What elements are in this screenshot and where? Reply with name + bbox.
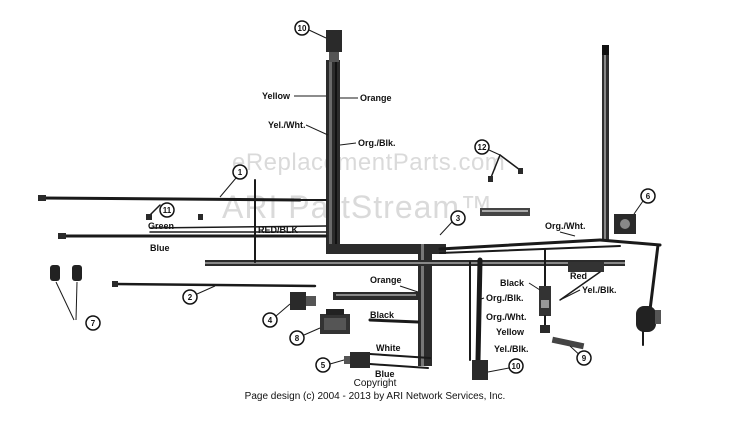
callout-3: 3 xyxy=(439,210,466,236)
far-right-harness xyxy=(559,238,662,346)
svg-text:10: 10 xyxy=(512,362,521,371)
label-white: White xyxy=(376,343,401,353)
main-horizontal-harness xyxy=(326,238,621,254)
label-black-right: Black xyxy=(500,278,525,288)
wire-labels: Yellow Orange Yel./Wht. Org./Blk. Green … xyxy=(148,91,617,379)
orange-black-harness xyxy=(333,292,420,324)
module-component-8 xyxy=(320,309,350,334)
callout-2: 2 xyxy=(182,285,216,305)
svg-text:11: 11 xyxy=(163,206,172,215)
label-orange-mid: Orange xyxy=(370,275,402,285)
svg-text:6: 6 xyxy=(646,192,651,201)
footer-copyright: Copyright xyxy=(354,378,397,389)
svg-text:12: 12 xyxy=(478,143,487,152)
svg-text:8: 8 xyxy=(295,334,300,343)
label-yel-wht-top: Yel./Wht. xyxy=(268,120,306,130)
callout-5: 5 xyxy=(315,357,345,373)
callout-4: 4 xyxy=(262,303,291,328)
wire-harness-2 xyxy=(112,281,317,288)
svg-text:3: 3 xyxy=(456,214,461,223)
svg-text:10: 10 xyxy=(298,24,307,33)
label-blue-left: Blue xyxy=(150,243,170,253)
label-org-blk-top: Org./Blk. xyxy=(358,138,396,148)
component-11 xyxy=(146,204,203,220)
svg-text:5: 5 xyxy=(321,361,326,370)
middle-harness-bar xyxy=(205,179,625,266)
label-black-mid: Black xyxy=(370,310,395,320)
label-orange-top: Orange xyxy=(360,93,392,103)
label-red-blk: RED/BLK xyxy=(258,225,298,235)
callout-9: 9 xyxy=(576,350,592,366)
footer-page-design: Page design (c) 2004 - 2013 by ARI Netwo… xyxy=(245,391,506,402)
svg-text:7: 7 xyxy=(91,319,96,328)
callout-6: 6 xyxy=(633,188,656,215)
green-blue-wires xyxy=(58,225,328,239)
callout-10-bottom: 10 xyxy=(487,358,524,374)
callout-10-top: 10 xyxy=(294,20,327,39)
lower-harness-branch xyxy=(418,244,432,366)
white-blue-wires xyxy=(344,352,431,369)
callout-8: 8 xyxy=(289,327,321,346)
label-blue-bottom: Blue xyxy=(375,369,395,379)
bulbs-component-7 xyxy=(50,265,82,321)
component-box-6 xyxy=(614,214,636,234)
callout-7: 7 xyxy=(85,315,101,331)
label-yellow-right: Yellow xyxy=(496,327,525,337)
right-harness xyxy=(469,249,551,380)
svg-text:4: 4 xyxy=(268,316,273,325)
component-12 xyxy=(488,154,523,182)
watermark-line-1: eReplacementParts.com xyxy=(232,149,505,176)
svg-text:1: 1 xyxy=(238,168,243,177)
label-org-blk-right: Org./Blk. xyxy=(486,293,524,303)
label-red: Red xyxy=(570,271,587,281)
callout-11: 11 xyxy=(159,202,175,218)
label-yel-blk-right: Yel./Blk. xyxy=(582,285,617,295)
callout-12: 12 xyxy=(474,139,501,156)
label-yel-blk-bottom: Yel./Blk. xyxy=(494,344,529,354)
label-org-wht-right: Org./Wht. xyxy=(486,312,527,322)
callout-1: 1 xyxy=(219,164,248,198)
callouts: 10 1 11 12 3 6 2 xyxy=(85,20,656,374)
svg-text:2: 2 xyxy=(188,293,193,302)
label-yellow-top: Yellow xyxy=(262,91,291,101)
right-long-wire xyxy=(602,45,609,240)
watermark-line-2: ARI PartStream™ xyxy=(222,189,493,225)
wire-harness-1 xyxy=(38,195,327,202)
component-bar-3 xyxy=(480,208,530,216)
svg-text:9: 9 xyxy=(582,354,587,363)
ignition-connector-top xyxy=(326,30,342,62)
label-org-wht: Org./Wht. xyxy=(545,221,586,231)
switch-component-4 xyxy=(290,292,316,310)
main-vertical-harness xyxy=(326,60,340,250)
label-green: Green xyxy=(148,221,174,231)
